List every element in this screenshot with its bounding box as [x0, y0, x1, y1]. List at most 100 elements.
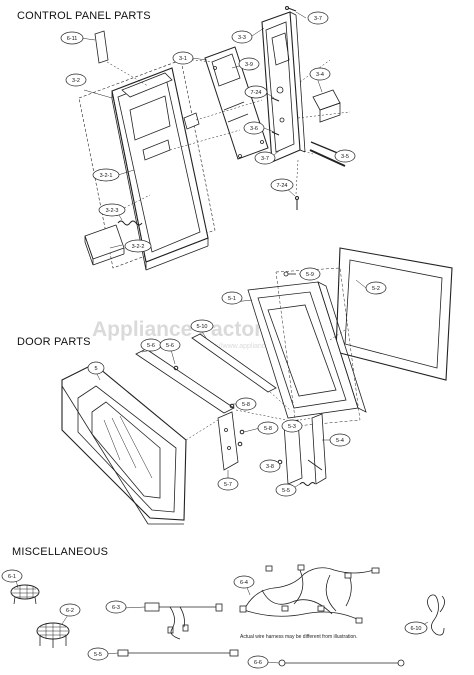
callout-label-3-9: 3-9 [245, 62, 253, 68]
callout-6-6 [247, 655, 269, 669]
screw-5-9 [283, 271, 296, 277]
callout-5-10 [190, 319, 214, 333]
callout-label-6-11: 6-11 [67, 36, 78, 42]
ground-cable-6-6 [278, 659, 405, 667]
callout-label-6-2: 6-2 [66, 608, 74, 614]
callout-label-6-6: 6-6 [254, 660, 262, 666]
callout-label-3-7a: 3-7 [314, 16, 322, 22]
main-wire-harness [239, 564, 380, 624]
door-parts-heading: DOOR PARTS [17, 336, 91, 348]
harness-note: Actual wire harness may be different fro… [240, 634, 357, 640]
callout-5-7 [217, 477, 239, 491]
small-clip [183, 112, 200, 130]
callout-label-6-3: 6-3 [112, 605, 120, 611]
callout-6-11 [60, 31, 84, 45]
callout-5-6b [159, 338, 181, 352]
harness-clip-6-10 [427, 594, 445, 636]
door-choke-frame [335, 247, 453, 381]
callout-label-5-9: 5-9 [306, 272, 314, 278]
hinge-strip [135, 348, 235, 414]
callout-labels: 6-11 3-2 3-1 3-3 3-7 3-9 3-4 7-24 3-6 3-… [8, 16, 421, 666]
callout-3-9 [238, 57, 260, 71]
control-panel-frame [111, 67, 209, 271]
callout-6-1 [1, 569, 23, 583]
callout-label-3-1: 3-1 [179, 56, 187, 62]
callout-label-5-6a: 5-6 [147, 343, 155, 349]
door-inner-frame-back [275, 267, 361, 427]
control-chassis [261, 11, 306, 163]
callout-label-3-5: 3-5 [341, 154, 349, 160]
callout-label-3-7b: 3-7 [261, 156, 269, 162]
callout-label-5-1: 5-1 [228, 296, 236, 302]
callout-6-3 [105, 600, 127, 614]
door-outer [61, 363, 187, 525]
callout-6-2 [59, 603, 81, 617]
callout-3-4 [309, 67, 331, 81]
rack-6-2 [36, 622, 70, 648]
callout-label-5: 5 [94, 366, 97, 372]
callout-3-6 [243, 121, 265, 135]
callout-7-24b [270, 178, 294, 192]
callout-7-24a [244, 85, 268, 99]
callout-5-5 [275, 483, 297, 497]
callout-label-5-4: 5-4 [336, 438, 344, 444]
callout-label-5-10: 5-10 [196, 324, 207, 330]
rod-3-5 [309, 149, 346, 167]
callout-6-4 [233, 575, 255, 589]
callout-label-3-3: 3-3 [238, 35, 246, 41]
callout-6-10 [404, 621, 428, 635]
callout-3-5 [334, 149, 356, 163]
callout-label-5-3: 5-3 [288, 424, 296, 430]
callout-5-8b [257, 421, 279, 435]
callout-label-6-1: 6-1 [8, 574, 16, 580]
callout-label-6-10: 6-10 [410, 626, 421, 632]
callout-5-8a [235, 397, 257, 411]
door-inner-panel [247, 281, 367, 419]
rod-3-6 [310, 141, 341, 155]
callout-label-3-4: 3-4 [316, 72, 324, 78]
callout-5-9 [299, 267, 321, 281]
callout-label-5-8b: 5-8 [264, 426, 272, 432]
callout-5-4 [329, 433, 351, 447]
callout-3-2-1 [92, 168, 120, 182]
callout-label-3-6: 3-6 [250, 126, 258, 132]
explosion-lines-panel [106, 57, 351, 216]
callout-5 [87, 361, 105, 375]
callout-3-1 [172, 51, 194, 65]
callout-3-2-3 [98, 203, 126, 217]
release-spring [117, 220, 143, 226]
callout-label-5-5: 5-5 [282, 488, 290, 494]
callout-5-3 [281, 419, 303, 433]
callout-label-5-6b: 5-6 [166, 343, 174, 349]
door-bar-5-10 [191, 333, 277, 393]
miscellaneous-heading: MISCELLANEOUS [12, 546, 109, 558]
callout-5-2 [365, 281, 387, 295]
callout-label-5-7: 5-7 [224, 482, 232, 488]
callout-label-3-8: 3-8 [266, 464, 274, 470]
callout-5-1 [221, 291, 243, 305]
callout-3-8 [259, 459, 281, 473]
door-screws [173, 365, 283, 465]
callout-label-5-8a: 5-8 [242, 402, 250, 408]
door-release-button [84, 224, 125, 266]
label-tag [94, 30, 109, 64]
callout-3-2-2 [124, 239, 152, 253]
callout-3-7a [307, 11, 329, 25]
control-panel-parts-heading: CONTROL PANEL PARTS [17, 10, 151, 22]
leader-lines-misc [15, 579, 429, 664]
explosion-lines-door [185, 329, 346, 441]
latch-bracket [312, 89, 341, 123]
callout-3-3 [231, 30, 253, 44]
callout-3-2 [65, 73, 87, 87]
wire-harness-small [144, 602, 223, 640]
callout-label-6-4: 6-4 [240, 580, 248, 586]
ground-cable-5-5 [117, 649, 239, 657]
callout-label-3-2: 3-2 [72, 78, 80, 84]
watermark-url: http://www.appliancefactoryparts.com [205, 343, 321, 350]
callout-label-5-2: 5-2 [372, 286, 380, 292]
callout-label-7-24a: 7-24 [250, 90, 261, 96]
callout-label-5-5m: 5-5 [94, 652, 102, 658]
panel-assembly-bracket [78, 59, 216, 269]
